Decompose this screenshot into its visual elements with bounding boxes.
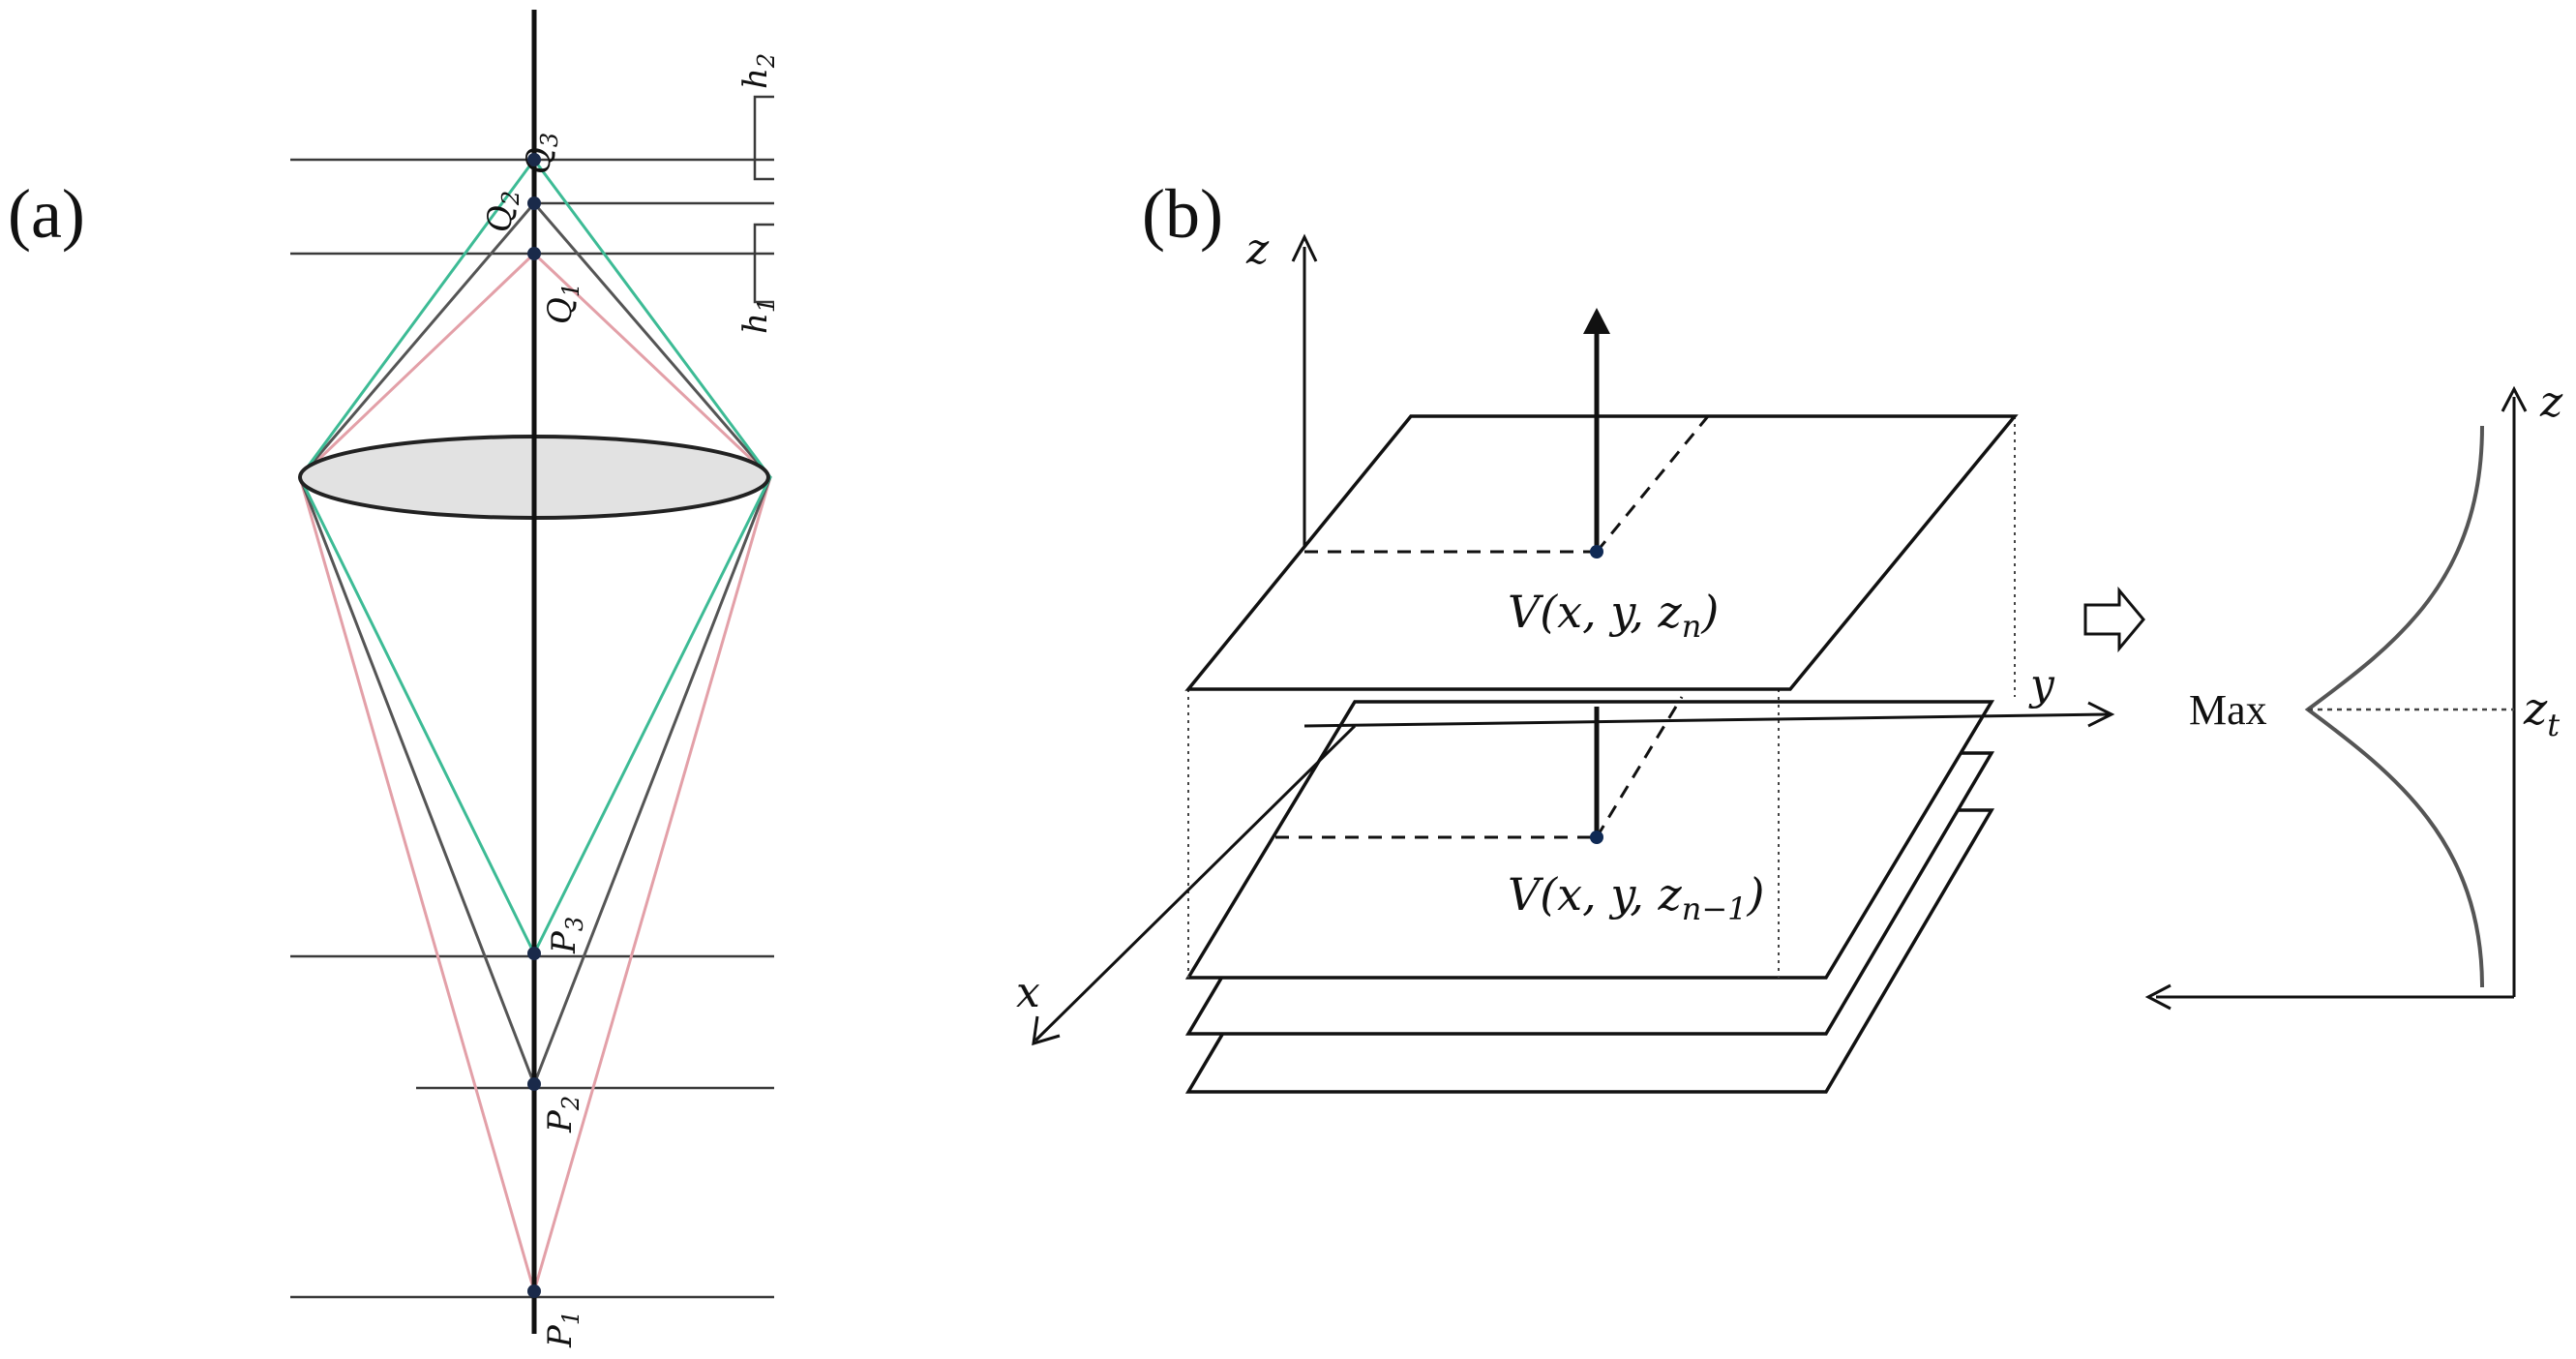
x-axis-label: x	[1016, 968, 1040, 1017]
x-axis-arrowhead	[1032, 1015, 1061, 1046]
point-p1	[527, 1284, 541, 1298]
h1-bracket	[753, 223, 774, 304]
plane-n-minus-1	[1184, 700, 1995, 980]
y-axis	[1303, 712, 2111, 728]
point-p2	[527, 1077, 541, 1091]
h2-label: h2	[736, 53, 780, 89]
h2-bracket	[753, 95, 774, 181]
label-v-lower: V(x, y, zn−1)	[1508, 868, 1764, 927]
profile-z-arrowhead	[2501, 385, 2528, 412]
x-axis	[1033, 724, 1357, 1042]
transition-arrow	[2083, 586, 2145, 653]
panel-a: (a) h2 h1 Q3 Q2 Q1 P3 P2 P1	[8, 10, 780, 1348]
point-q3	[527, 153, 541, 166]
label-p1: P1	[541, 1311, 584, 1348]
panel-b-label: (b)	[1142, 175, 1223, 253]
point-v-top	[1590, 545, 1603, 559]
panel-a-label: (a)	[8, 175, 85, 253]
point-v-lower	[1590, 830, 1603, 844]
point-q1	[527, 247, 541, 260]
panel-b: (b) z V(x, y, zn−1) x y	[1016, 175, 2563, 1094]
y-axis-label: y	[2028, 660, 2055, 710]
profile-z-label: z	[2539, 378, 2563, 427]
dash-y-lower	[1595, 696, 1684, 838]
h1-label: h1	[736, 298, 780, 334]
profile-x-arrowhead	[2144, 983, 2172, 1011]
label-q2: Q2	[481, 191, 524, 232]
label-p3: P3	[545, 917, 588, 954]
label-q1: Q1	[541, 283, 584, 324]
profile-curve	[2304, 425, 2484, 988]
label-v-top: V(x, y, zn)	[1508, 586, 1719, 645]
point-q2	[527, 196, 541, 210]
y-axis-arrowhead	[2087, 701, 2115, 728]
dash-y-top	[1595, 415, 1710, 553]
label-p2: P2	[541, 1096, 584, 1133]
z-axis-b-arrowhead	[1291, 233, 1318, 262]
point-p3	[527, 947, 541, 960]
vector-top-arrowhead	[1583, 308, 1610, 334]
profile-max-label: Max	[2189, 686, 2267, 734]
label-q3: Q3	[520, 133, 563, 174]
z-axis-b-label: z	[1245, 225, 1270, 274]
profile-zt-label: zt	[2523, 682, 2560, 743]
